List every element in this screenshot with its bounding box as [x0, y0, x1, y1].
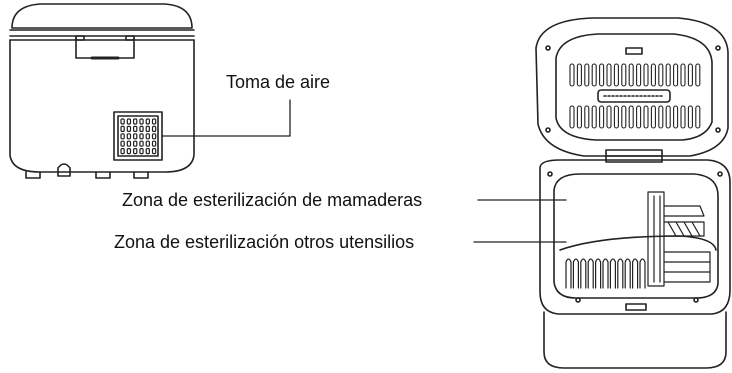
utensil-rack-icon [565, 258, 646, 289]
lid-vent-slots-icon [569, 63, 701, 129]
bottle-rack-icon [647, 191, 711, 287]
bottle-zone-label: Zona de esterilización de mamaderas [122, 190, 423, 210]
sterilizer-side-view-illustration [9, 3, 195, 179]
air-intake-leader-line [161, 99, 291, 137]
sterilizer-open-lid-illustration [535, 17, 731, 369]
air-intake-label: Toma de aire [226, 72, 331, 92]
utensils-zone-label: Zona de esterilización otros utensilios [114, 232, 415, 252]
air-vent-grille-icon [120, 118, 157, 155]
